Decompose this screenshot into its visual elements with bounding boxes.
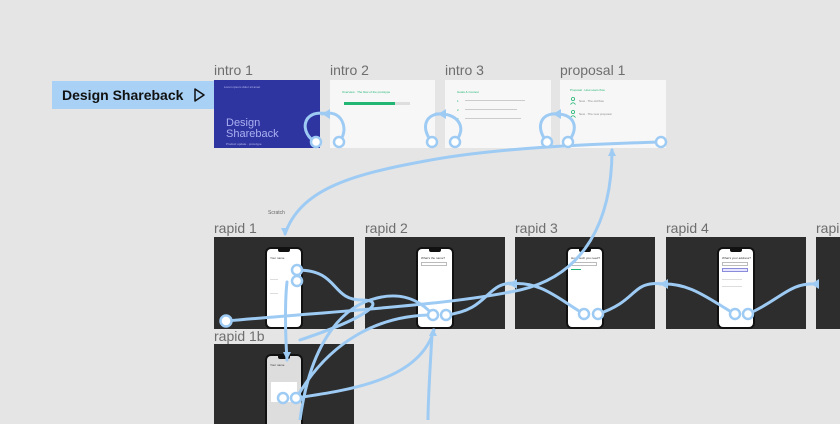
arrowhead — [553, 109, 561, 119]
logo-text: Scratch — [268, 210, 285, 216]
phone-line — [270, 279, 278, 280]
play-icon[interactable] — [192, 88, 206, 102]
hotspot-node — [290, 274, 304, 288]
connector-rapid1-rapid1b — [284, 280, 289, 362]
arrowhead — [608, 148, 616, 156]
frame-label-rapid-1b[interactable]: rapid 1b — [214, 328, 265, 344]
phone-accent-line — [571, 269, 581, 270]
hotspot-node — [577, 307, 591, 321]
frame-rapid-3[interactable]: How much you need? — [515, 237, 655, 329]
hotspot-node — [654, 135, 668, 149]
phone-input-field — [722, 262, 748, 266]
connector-rapid1-proposal — [224, 148, 614, 323]
frame-proposal-1[interactable]: Proposal · How users flow Now · The old … — [560, 80, 666, 148]
arrowhead — [509, 279, 517, 289]
frame-rapid-5[interactable] — [816, 237, 840, 329]
connector-rapid2-rapid3 — [444, 281, 517, 317]
frame-label-rapid-4[interactable]: rapid 4 — [666, 220, 709, 236]
connector-proposal-rapid1 — [283, 140, 663, 236]
flow-start-label: Design Shareback — [62, 87, 184, 103]
proposal-heading: Proposal · How users flow — [570, 88, 605, 92]
hotspot-node — [276, 391, 290, 405]
intro-3-line-2 — [465, 109, 517, 110]
arrowhead — [811, 279, 819, 289]
frame-label-proposal-1[interactable]: proposal 1 — [560, 62, 626, 78]
frame-rapid-1b[interactable]: Your name — [214, 344, 354, 424]
intro-3-heading: Goals & Context — [457, 90, 479, 94]
connector-rapid4-rapid5 — [746, 282, 818, 316]
phone-line — [722, 279, 742, 280]
hotspot-node — [309, 135, 323, 149]
hotspot-node — [728, 307, 742, 321]
frame-intro-3[interactable]: Goals & Context 1 2 3 — [445, 80, 551, 148]
intro-2-progress-fill — [344, 102, 396, 105]
frame-label-intro-1[interactable]: intro 1 — [214, 62, 253, 78]
phone-notch — [278, 356, 290, 359]
phone-selected-field — [722, 268, 748, 272]
frame-intro-2[interactable]: Overview · The flow of the prototype — [330, 80, 435, 148]
intro-subtitle: Product update · prototype — [226, 142, 262, 146]
connector-rapid3-rapid4 — [508, 281, 586, 316]
hotspot-node — [448, 135, 462, 149]
frame-label-intro-2[interactable]: intro 2 — [330, 62, 369, 78]
frame-label-rapid-3[interactable]: rapid 3 — [515, 220, 558, 236]
hotspot-node — [332, 135, 346, 149]
phone-line — [270, 293, 278, 294]
intro-title: Design Shareback — [226, 118, 279, 140]
intro-2-heading: Overview · The flow of the prototype — [342, 90, 391, 94]
arrowhead — [322, 109, 330, 119]
connector-rapid3-rapid2 — [596, 281, 667, 316]
frame-label-rapid-1[interactable]: rapid 1 — [214, 220, 257, 236]
arrowhead — [660, 279, 668, 289]
hotspot-node — [426, 308, 440, 322]
arrowhead — [429, 328, 437, 336]
intro-2-progress-track — [344, 102, 410, 105]
hotspot-node — [439, 308, 453, 322]
hotspot-node — [540, 135, 554, 149]
connector-arrowheads — [281, 109, 819, 360]
arrowhead — [438, 109, 446, 119]
hotspot-node — [219, 314, 233, 328]
intro-small-text: Lorem ipsum dolor sit amet — [224, 85, 261, 89]
connector-rapid1-rapid2 — [295, 268, 375, 342]
hotspot-node — [591, 307, 605, 321]
arrowhead — [281, 228, 289, 236]
intro-3-item-2: 2 — [457, 108, 459, 112]
hotspot-node — [741, 307, 755, 321]
intro-title-line-1: Design — [226, 117, 261, 129]
phone-title: How much you need? — [571, 256, 601, 260]
flow-start-design-shareback[interactable]: Design Shareback — [52, 81, 214, 109]
hotspot-node — [290, 263, 304, 277]
frame-label-rapid-2[interactable]: rapid 2 — [365, 220, 408, 236]
hotspot-node — [425, 135, 439, 149]
intro-3-line-3 — [465, 118, 521, 119]
phone-title: What's your address? — [722, 256, 751, 260]
frame-intro-1[interactable]: Lorem ipsum dolor sit amet Design Shareb… — [214, 80, 320, 148]
connector-rapid4-rapid3 — [658, 282, 737, 316]
user-icon — [570, 97, 576, 105]
phone-title: Your name — [270, 256, 285, 260]
connector-rapid2-bottom — [426, 332, 434, 420]
phone-notch — [429, 249, 441, 252]
arrowhead — [283, 352, 291, 360]
phone-notch — [730, 249, 742, 252]
hotspot-node — [561, 135, 575, 149]
proposal-note-1: Now · The old flow — [579, 99, 604, 103]
phone-title: What's the name? — [421, 256, 446, 260]
phone-line — [722, 286, 742, 287]
phone-title: Your name — [270, 363, 285, 367]
intro-title-line-2: Shareback — [226, 128, 279, 140]
hotspot-node — [289, 391, 303, 405]
intro-3-line-1 — [465, 100, 525, 101]
phone-notch — [278, 249, 290, 252]
frame-label-rapid-5[interactable]: rapi — [816, 220, 840, 236]
connector-rapid1b-rapid2-b — [294, 328, 436, 400]
phone-input-field — [421, 262, 447, 266]
connector-rapid2-rapid1 — [298, 294, 435, 420]
proposal-note-2: New · The new proposal — [579, 112, 612, 116]
intro-3-item-1: 1 — [457, 99, 459, 103]
frame-label-intro-3[interactable]: intro 3 — [445, 62, 484, 78]
